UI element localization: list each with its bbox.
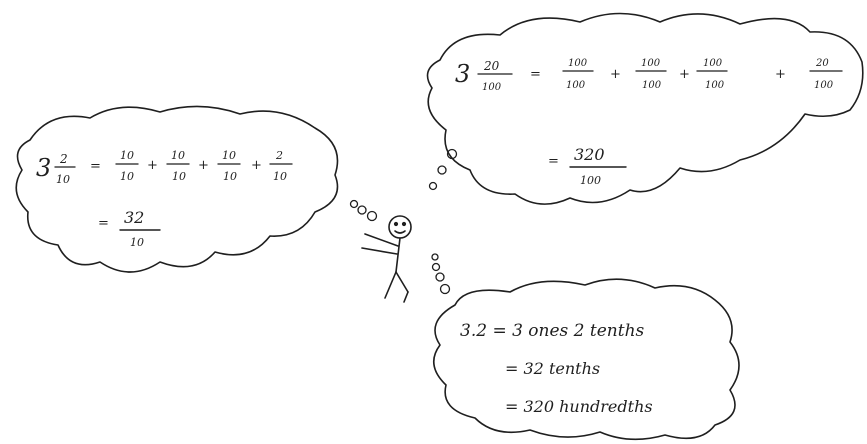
left-thought-trail bbox=[349, 199, 378, 222]
left-plus-2: + bbox=[198, 158, 209, 173]
left-term3-numerator: 10 bbox=[222, 149, 236, 162]
left-term3-denominator: 10 bbox=[223, 170, 237, 183]
left-result-denominator: 10 bbox=[130, 236, 144, 249]
left-mixed-denominator: 10 bbox=[56, 173, 70, 186]
left-term4-denominator: 10 bbox=[273, 170, 287, 183]
right-term2-denominator: 100 bbox=[642, 80, 662, 91]
right-plus-2: + bbox=[679, 67, 690, 82]
right-equals-sign-2: = bbox=[548, 154, 559, 169]
left-thought-cloud bbox=[15, 105, 339, 273]
right-term4-numerator: 20 bbox=[815, 58, 829, 69]
right-term4-denominator: 100 bbox=[814, 80, 834, 91]
right-result-denominator: 100 bbox=[580, 174, 601, 187]
bottom-thought-cloud bbox=[433, 278, 740, 441]
right-thought-trail bbox=[428, 148, 458, 191]
right-term2-numerator: 100 bbox=[641, 58, 661, 69]
stick-figure-head bbox=[388, 215, 412, 239]
right-term3-numerator: 100 bbox=[703, 58, 723, 69]
right-mixed-denominator: 100 bbox=[482, 82, 502, 93]
left-mixed-numerator: 2 bbox=[59, 152, 68, 166]
left-equals-sign-2: = bbox=[98, 216, 109, 231]
bottom-equation: 3.2 = 3 ones 2 tenths = 32 tenths = 320 … bbox=[460, 321, 653, 416]
bottom-line-2: = 32 tenths bbox=[505, 359, 600, 378]
stick-figure bbox=[361, 215, 412, 303]
right-equals-sign: = bbox=[530, 67, 541, 82]
right-term1-numerator: 100 bbox=[568, 58, 588, 69]
left-plus-3: + bbox=[251, 158, 262, 173]
bottom-line-3: = 320 hundredths bbox=[505, 397, 653, 416]
right-term1-denominator: 100 bbox=[566, 80, 586, 91]
right-equation: 3 20 100 = 100 100 + 100 100 + 100 100 +… bbox=[455, 58, 843, 187]
left-result-numerator: 32 bbox=[124, 208, 144, 227]
right-mixed-numerator: 20 bbox=[483, 59, 500, 73]
bottom-line-1: 3.2 = 3 ones 2 tenths bbox=[460, 321, 645, 341]
left-term4-numerator: 2 bbox=[275, 149, 283, 162]
right-thought-cloud bbox=[426, 12, 864, 205]
left-equals-sign: = bbox=[90, 159, 101, 174]
right-plus-1: + bbox=[610, 67, 621, 82]
right-result-numerator: 320 bbox=[574, 145, 605, 164]
left-term1-denominator: 10 bbox=[120, 170, 134, 183]
right-plus-3: + bbox=[775, 67, 786, 82]
left-term2-numerator: 10 bbox=[171, 149, 185, 162]
left-plus-1: + bbox=[147, 158, 158, 173]
left-equation: 3 2 10 = 10 10 + 10 10 + 10 10 + 2 10 = … bbox=[36, 149, 293, 249]
left-term2-denominator: 10 bbox=[172, 170, 186, 183]
right-term3-denominator: 100 bbox=[705, 80, 725, 91]
bottom-thought-trail bbox=[431, 253, 451, 295]
left-term1-numerator: 10 bbox=[120, 149, 134, 162]
left-whole-number: 3 bbox=[36, 154, 51, 182]
right-whole-number: 3 bbox=[455, 60, 470, 88]
